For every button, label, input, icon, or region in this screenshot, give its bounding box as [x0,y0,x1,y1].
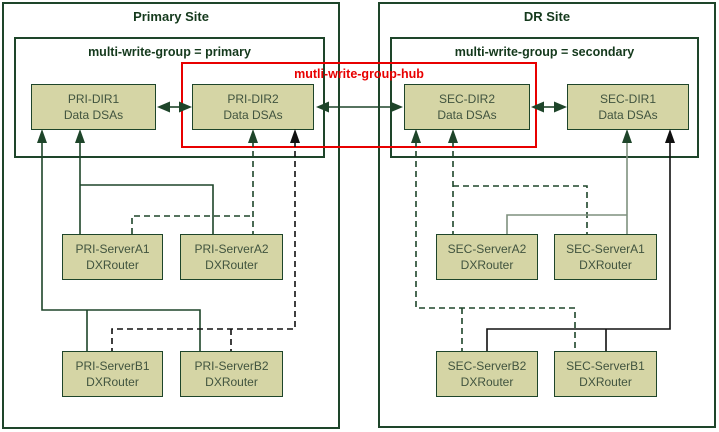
node-label: SEC-ServerB1 [566,359,645,373]
dr-site-title: DR Site [523,9,571,24]
node-pri-dir2: PRI-DIR2 Data DSAs [192,84,314,130]
node-sublabel: DXRouter [579,375,632,389]
node-sublabel: DXRouter [579,258,632,272]
dr-group-label: multi-write-group = secondary [454,45,635,59]
node-pri-server-a2: PRI-ServerA2 DXRouter [180,234,283,280]
node-label: PRI-ServerA2 [194,242,269,256]
node-sublabel: Data DSAs [223,108,283,122]
node-label: SEC-ServerA1 [566,242,645,256]
node-label: PRI-ServerB1 [75,359,150,373]
node-sec-dir1: SEC-DIR1 Data DSAs [567,84,689,130]
node-label: SEC-DIR1 [599,92,656,106]
node-sublabel: DXRouter [460,375,514,389]
primary-site-box: Primary Site [2,2,340,429]
node-pri-server-b1: PRI-ServerB1 DXRouter [62,351,163,397]
node-sec-server-b1: SEC-ServerB1 DXRouter [554,351,657,397]
node-label: PRI-DIR2 [227,92,279,106]
node-sublabel: Data DSAs [63,108,124,122]
node-sublabel: DXRouter [86,258,139,272]
node-pri-server-b2: PRI-ServerB2 DXRouter [180,351,283,397]
node-pri-server-a1: PRI-ServerA1 DXRouter [62,234,163,280]
node-label: PRI-DIR1 [67,92,120,106]
primary-group-label: multi-write-group = primary [88,45,251,59]
node-sec-dir2: SEC-DIR2 Data DSAs [404,84,530,130]
node-sublabel: Data DSAs [598,108,658,122]
dr-site-box: DR Site [378,2,716,428]
node-sec-server-a2: SEC-ServerA2 DXRouter [436,234,538,280]
node-pri-dir1: PRI-DIR1 Data DSAs [31,84,156,130]
node-sublabel: DXRouter [460,258,514,272]
multiwrite-group-hub-label: mutli-write-group-hub [294,67,424,81]
node-sublabel: DXRouter [205,375,258,389]
primary-site-title: Primary Site [133,9,209,24]
node-label: PRI-ServerB2 [194,359,269,373]
node-label: SEC-DIR2 [438,92,495,106]
node-sec-server-a1: SEC-ServerA1 DXRouter [554,234,657,280]
node-label: PRI-ServerA1 [75,242,150,256]
node-label: SEC-ServerB2 [447,359,527,373]
node-sublabel: DXRouter [86,375,139,389]
node-sec-server-b2: SEC-ServerB2 DXRouter [436,351,538,397]
node-sublabel: Data DSAs [437,108,497,122]
node-sublabel: DXRouter [205,258,258,272]
node-label: SEC-ServerA2 [447,242,527,256]
